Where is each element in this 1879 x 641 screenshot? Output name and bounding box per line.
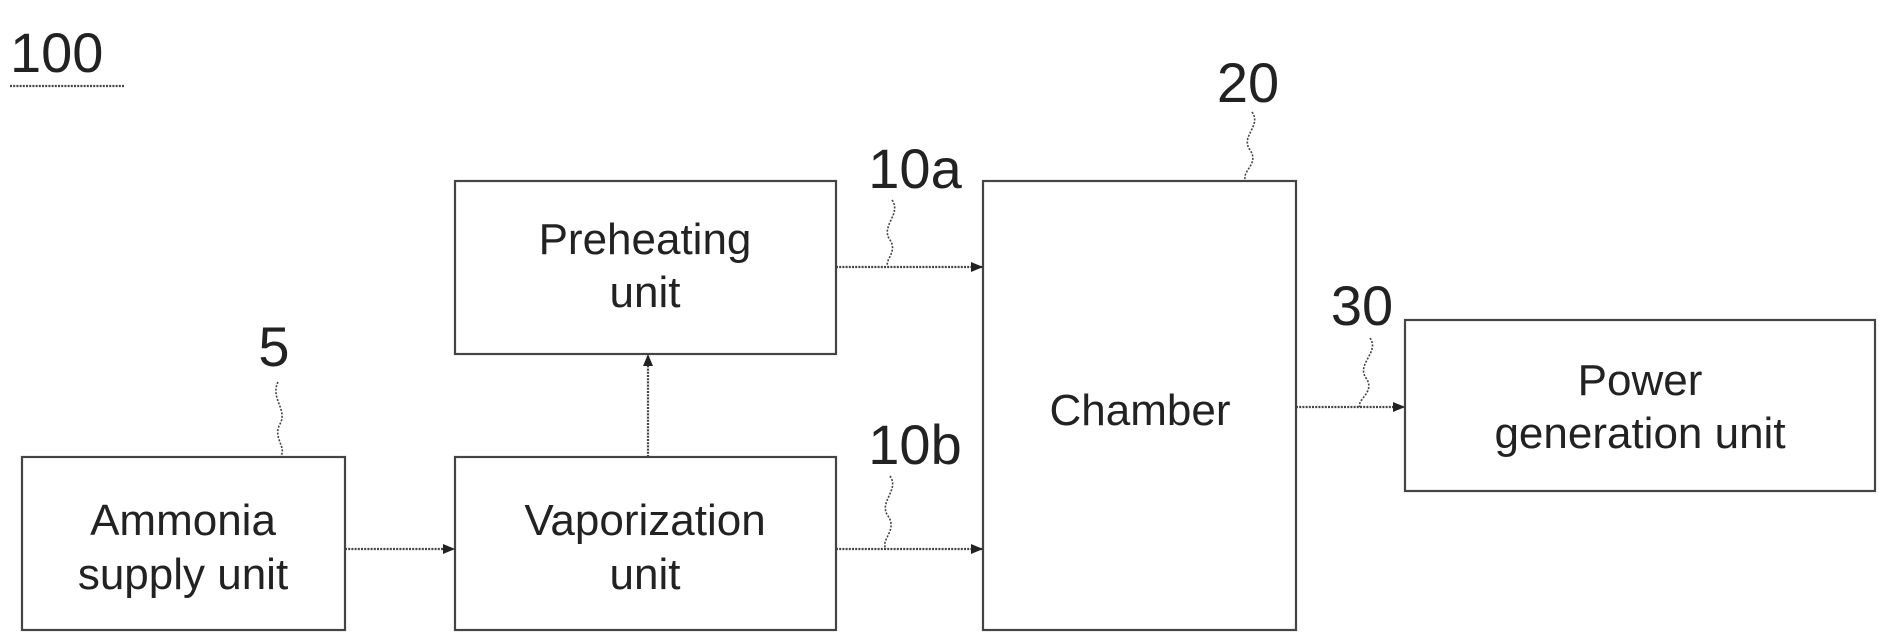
ammonia-supply-block: Ammonia supply unit 5 — [22, 315, 345, 630]
connection-30-leader-line — [1359, 338, 1372, 407]
connection-10a-leader-line — [887, 200, 894, 267]
power-generation-label-line-1: Power — [1578, 356, 1703, 405]
connection-10b-ref: 10b — [868, 413, 961, 476]
power-generation-block: Power generation unit — [1405, 320, 1875, 491]
preheating-block: Preheating unit — [455, 181, 836, 354]
vaporization-label-line-1: Vaporization — [524, 496, 765, 545]
ammonia-supply-label-line-1: Ammonia — [90, 496, 276, 545]
chamber-ref-number: 20 — [1217, 51, 1279, 114]
connection-10a-ref: 10a — [868, 137, 962, 200]
connection-preheating-to-chamber: 10a — [836, 137, 983, 267]
figure-reference: 100 — [10, 21, 124, 86]
chamber-label: Chamber — [1050, 386, 1231, 435]
ammonia-supply-ref-number: 5 — [258, 315, 289, 378]
preheating-label-line-2: unit — [610, 268, 681, 317]
chamber-leader-line — [1245, 112, 1255, 181]
ammonia-supply-label-line-2: supply unit — [78, 550, 288, 599]
connection-30-ref: 30 — [1331, 274, 1393, 337]
preheating-label-line-1: Preheating — [539, 215, 752, 264]
vaporization-label-line-2: unit — [610, 550, 681, 599]
connection-10b-leader-line — [885, 476, 893, 549]
figure-number: 100 — [10, 21, 103, 84]
connection-chamber-to-power-generation: 30 — [1296, 274, 1405, 407]
chamber-block: Chamber 20 — [983, 51, 1296, 630]
connection-vaporization-to-chamber: 10b — [836, 413, 983, 549]
ammonia-supply-leader-line — [276, 382, 282, 457]
power-generation-box — [1405, 320, 1875, 491]
vaporization-block: Vaporization unit — [455, 457, 836, 630]
power-generation-label-line-2: generation unit — [1494, 409, 1785, 458]
